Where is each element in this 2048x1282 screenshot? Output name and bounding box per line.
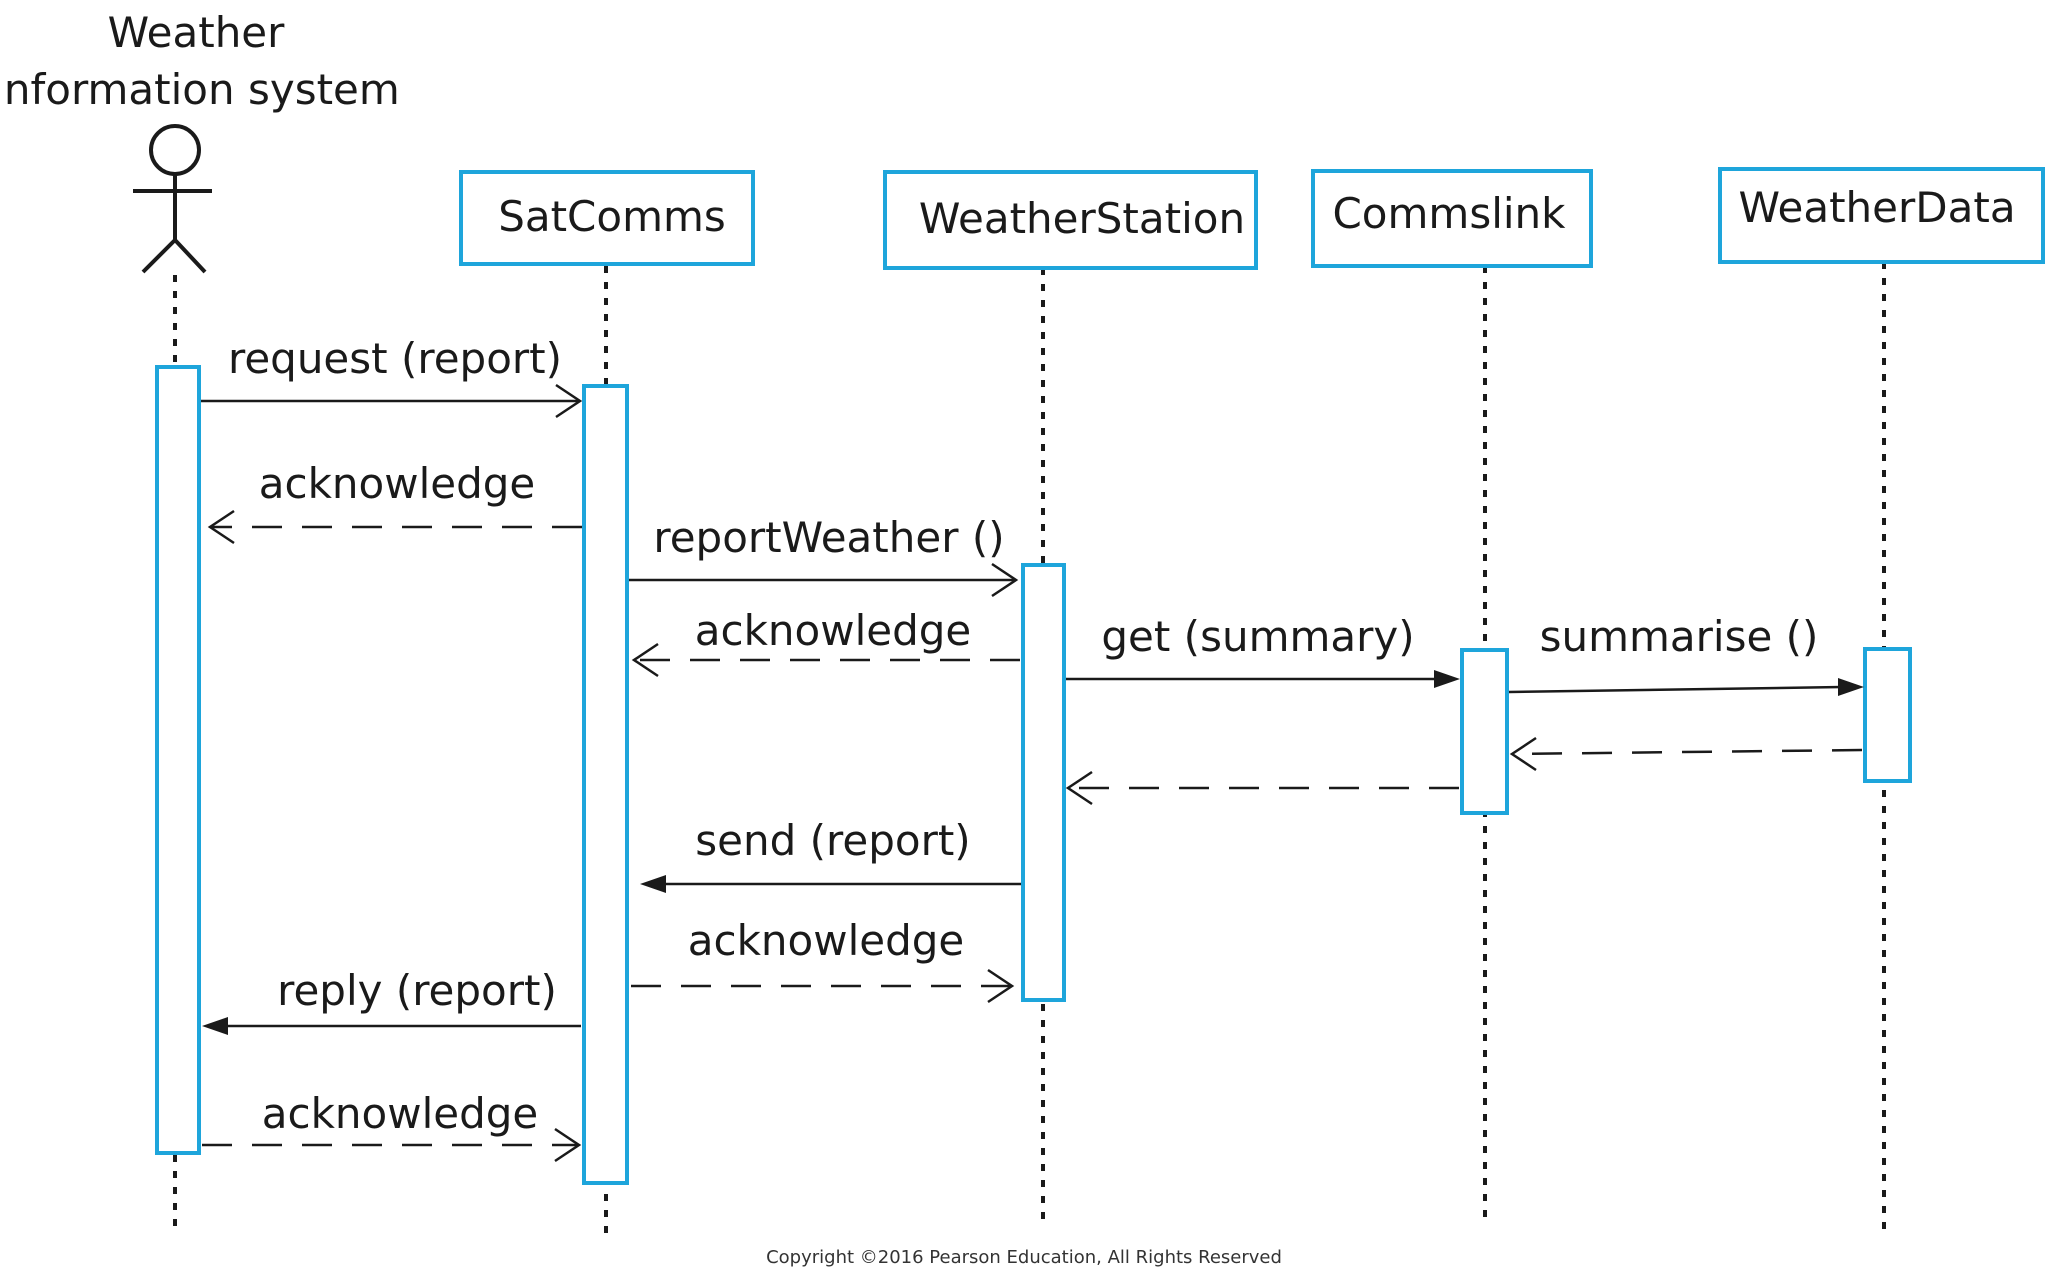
message-get-summary: get (summary): [1066, 612, 1460, 688]
actor: Weather information system: [0, 8, 400, 274]
message-return-weatherdata: [1509, 736, 1863, 772]
actor-name-line1: Weather: [108, 8, 286, 57]
message-acknowledge-4: acknowledge: [202, 1089, 582, 1163]
object-weatherstation: WeatherStation: [883, 170, 1258, 270]
message-request-report-label: request (report): [228, 334, 562, 383]
message-reply-report-label: reply (report): [277, 966, 557, 1015]
weatherdata-activation-bar: [1863, 647, 1912, 783]
message-return-commslink: [1065, 770, 1459, 806]
commslink-activation-bar: [1460, 648, 1509, 815]
object-satcomms-label: SatComms: [498, 192, 726, 241]
message-acknowledge-2: acknowledge: [631, 606, 1020, 678]
message-summarise: summarise (): [1508, 612, 1864, 696]
object-weatherstation-label: WeatherStation: [919, 194, 1245, 243]
message-request-report: request (report): [201, 334, 583, 419]
object-weatherdata-label: WeatherData: [1738, 183, 2015, 232]
message-acknowledge-3-label: acknowledge: [688, 916, 965, 965]
message-reply-report: reply (report): [202, 966, 581, 1035]
message-get-summary-label: get (summary): [1101, 612, 1414, 661]
message-acknowledge-2-label: acknowledge: [695, 606, 972, 655]
message-acknowledge-4-label: acknowledge: [262, 1089, 539, 1138]
object-commslink: Commslink: [1311, 169, 1593, 268]
message-report-weather-label: reportWeather (): [653, 513, 1004, 562]
actor-name-line2: information system: [0, 65, 400, 114]
object-weatherdata: WeatherData: [1718, 167, 2045, 264]
message-acknowledge-3: acknowledge: [631, 916, 1015, 1004]
message-summarise-label: summarise (): [1540, 612, 1819, 661]
message-send-report: send (report): [640, 816, 1021, 893]
object-commslink-label: Commslink: [1332, 189, 1566, 238]
message-report-weather: reportWeather (): [629, 513, 1019, 598]
message-acknowledge-1-label: acknowledge: [259, 459, 536, 508]
message-acknowledge-1: acknowledge: [207, 459, 582, 545]
object-satcomms: SatComms: [459, 170, 755, 266]
copyright-notice: Copyright ©2016 Pearson Education, All R…: [766, 1247, 1282, 1268]
weatherstation-activation-bar: [1021, 563, 1066, 1002]
actor-stick-figure-icon: [133, 124, 212, 274]
message-send-report-label: send (report): [695, 816, 970, 865]
satcomms-activation-bar: [582, 384, 629, 1185]
actor-activation-bar: [155, 365, 201, 1155]
